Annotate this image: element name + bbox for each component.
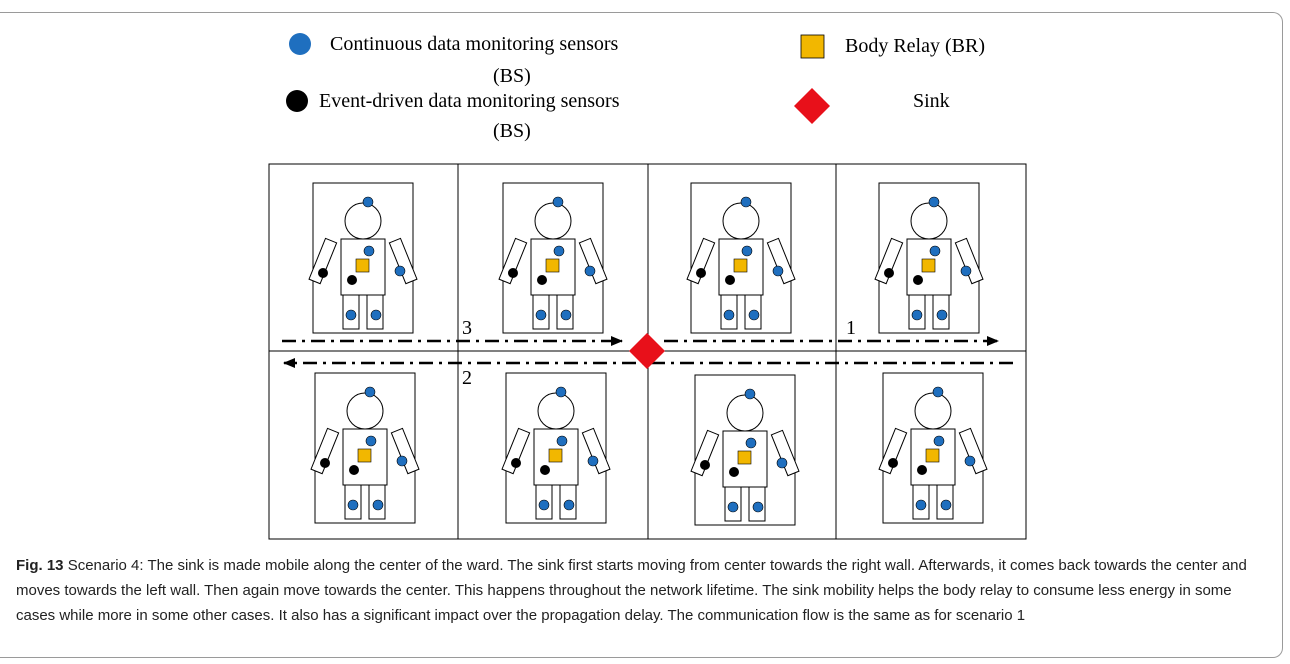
legend-continuous: Continuous data monitoring sensors (330, 33, 619, 55)
patient-figure (501, 372, 611, 524)
patient-figure (310, 372, 420, 524)
patient-figure (874, 182, 984, 334)
path-label-3: 3 (462, 317, 472, 339)
event-sensor-icon (286, 90, 308, 112)
caption-label: Fig. 13 (16, 557, 64, 574)
path-label-2: 2 (462, 367, 472, 389)
legend-sink: Sink (913, 90, 950, 112)
continuous-sensor-icon (289, 33, 311, 55)
patient-figure (690, 374, 800, 526)
figure-caption: Fig. 13 Scenario 4: The sink is made mob… (16, 553, 1271, 628)
legend-continuous-sub: (BS) (493, 65, 531, 87)
scenario-diagram: Continuous data monitoring sensors (BS) … (268, 33, 1027, 540)
legend-event-sub: (BS) (493, 120, 531, 142)
patient-figure (498, 182, 608, 334)
path-label-1: 1 (846, 317, 856, 339)
sink-paths: 3 1 2 (282, 317, 1013, 389)
sink-node (629, 333, 665, 369)
figure-frame (0, 12, 1283, 658)
patient-figure (308, 182, 418, 334)
body-relay-icon (800, 34, 825, 59)
sink-icon (794, 88, 830, 124)
legend-event: Event-driven data monitoring sensors (319, 90, 620, 112)
caption-text: Scenario 4: The sink is made mobile alon… (16, 557, 1247, 624)
legend-relay: Body Relay (BR) (845, 35, 985, 57)
ward-grid (268, 163, 1027, 540)
legend: Continuous data monitoring sensors (BS) … (286, 33, 985, 142)
patient-figure (686, 182, 796, 334)
patient-figure (878, 372, 988, 524)
